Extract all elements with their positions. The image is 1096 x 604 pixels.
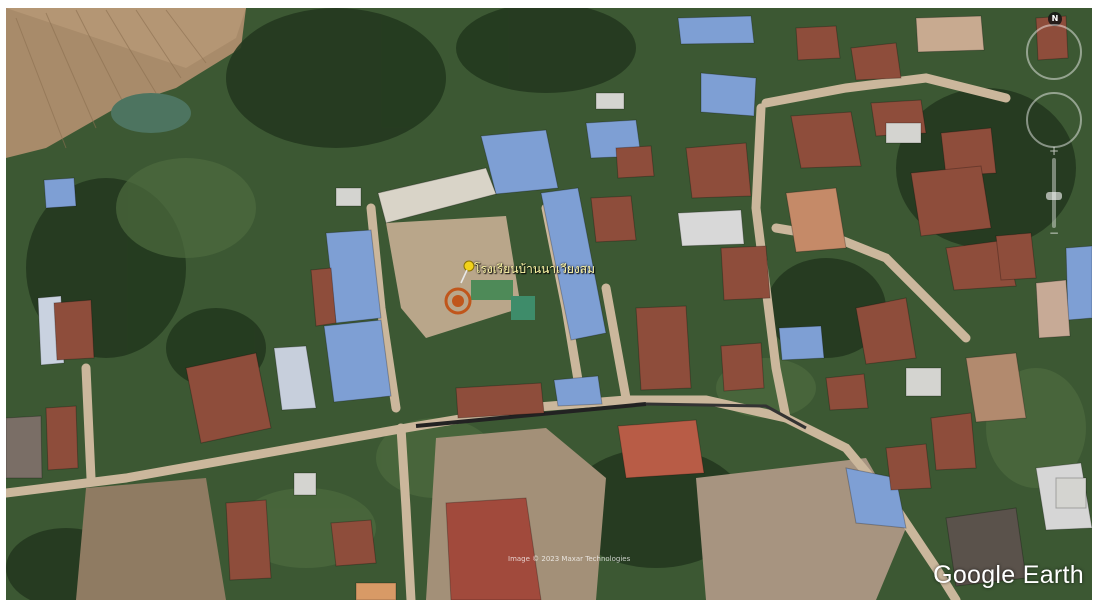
compass-ring-icon[interactable] bbox=[1026, 24, 1082, 80]
yellow-pushpin-icon[interactable] bbox=[458, 260, 476, 284]
imagery-credit: Image © 2023 Maxar Technologies bbox=[508, 555, 631, 563]
school-yard bbox=[386, 216, 521, 338]
zoom-slider-knob[interactable] bbox=[1046, 192, 1062, 200]
zoom-in-icon[interactable]: + bbox=[1048, 144, 1060, 158]
placemark-label[interactable]: โรงเรียนบ้านนาเวียงสม bbox=[474, 262, 595, 276]
navigation-controls[interactable]: N + − bbox=[1022, 10, 1086, 240]
google-earth-logo: Google Earth bbox=[933, 561, 1084, 589]
north-indicator[interactable]: N bbox=[1048, 12, 1062, 26]
satellite-map[interactable]: โรงเรียนบ้านนาเวียงสม Image © 2023 Maxar… bbox=[6, 8, 1092, 600]
satellite-imagery bbox=[6, 8, 1092, 600]
house-roofs bbox=[6, 15, 1092, 600]
circle-target-icon[interactable] bbox=[443, 286, 473, 316]
pond bbox=[111, 93, 191, 133]
zoom-out-icon[interactable]: − bbox=[1048, 226, 1060, 240]
look-around-ring-icon[interactable] bbox=[1026, 92, 1082, 148]
